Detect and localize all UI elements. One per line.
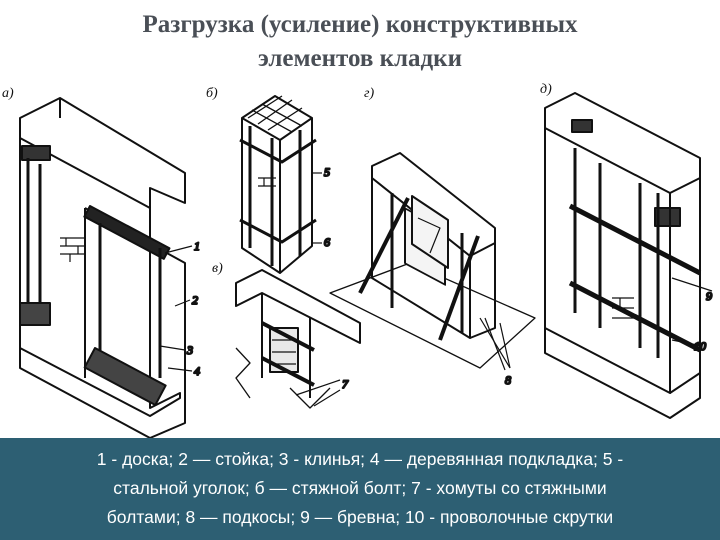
panel-g-figure: [329, 152, 536, 369]
panel-label-v: в): [212, 261, 223, 276]
legend-caption: 1 - доска; 2 — стойка; 3 - клинья; 4 — д…: [0, 438, 720, 540]
callout-5: 5: [324, 165, 330, 179]
panel-b-figure: [239, 95, 322, 274]
title-line-2: элементов кладки: [258, 45, 462, 72]
caption-line-3: болтами; 8 — подкосы; 9 — бревна; 10 - п…: [106, 507, 614, 527]
callout-1: 1: [194, 239, 200, 253]
panel-label-a: а): [2, 86, 14, 101]
title-line-1: Разгрузка (усиление) конструктивных: [142, 11, 578, 38]
callout-6: 6: [324, 235, 330, 249]
callout-7: 7: [342, 377, 349, 391]
panel-label-b: б): [206, 86, 218, 101]
callout-4: 4: [194, 364, 200, 378]
drawing-svg: 1 2 3 4 5 6 7 8 9 10: [19, 92, 713, 439]
panel-v-figure: [235, 269, 361, 409]
panel-label-d: д): [540, 82, 552, 97]
callout-2: 2: [192, 293, 198, 307]
panel-label-g: г): [364, 86, 375, 101]
slide-title: Разгрузка (усиление) конструктивных элем…: [0, 8, 720, 76]
callout-8: 8: [505, 373, 511, 387]
callout-10: 10: [694, 339, 706, 353]
leader-lines: [159, 245, 713, 407]
panel-d-figure: [544, 92, 702, 419]
callout-9: 9: [706, 289, 712, 303]
caption-line-1: 1 - доска; 2 — стойка; 3 - клинья; 4 — д…: [96, 449, 624, 469]
panel-a-figure: [19, 97, 186, 439]
caption-line-2: стальной уголок; б — стяжной болт; 7 - х…: [113, 478, 607, 498]
callout-3: 3: [186, 343, 193, 357]
masonry-reinforcement-drawing: 1 2 3 4 5 6 7 8 9 10 а) б) г) д) в): [0, 78, 720, 439]
